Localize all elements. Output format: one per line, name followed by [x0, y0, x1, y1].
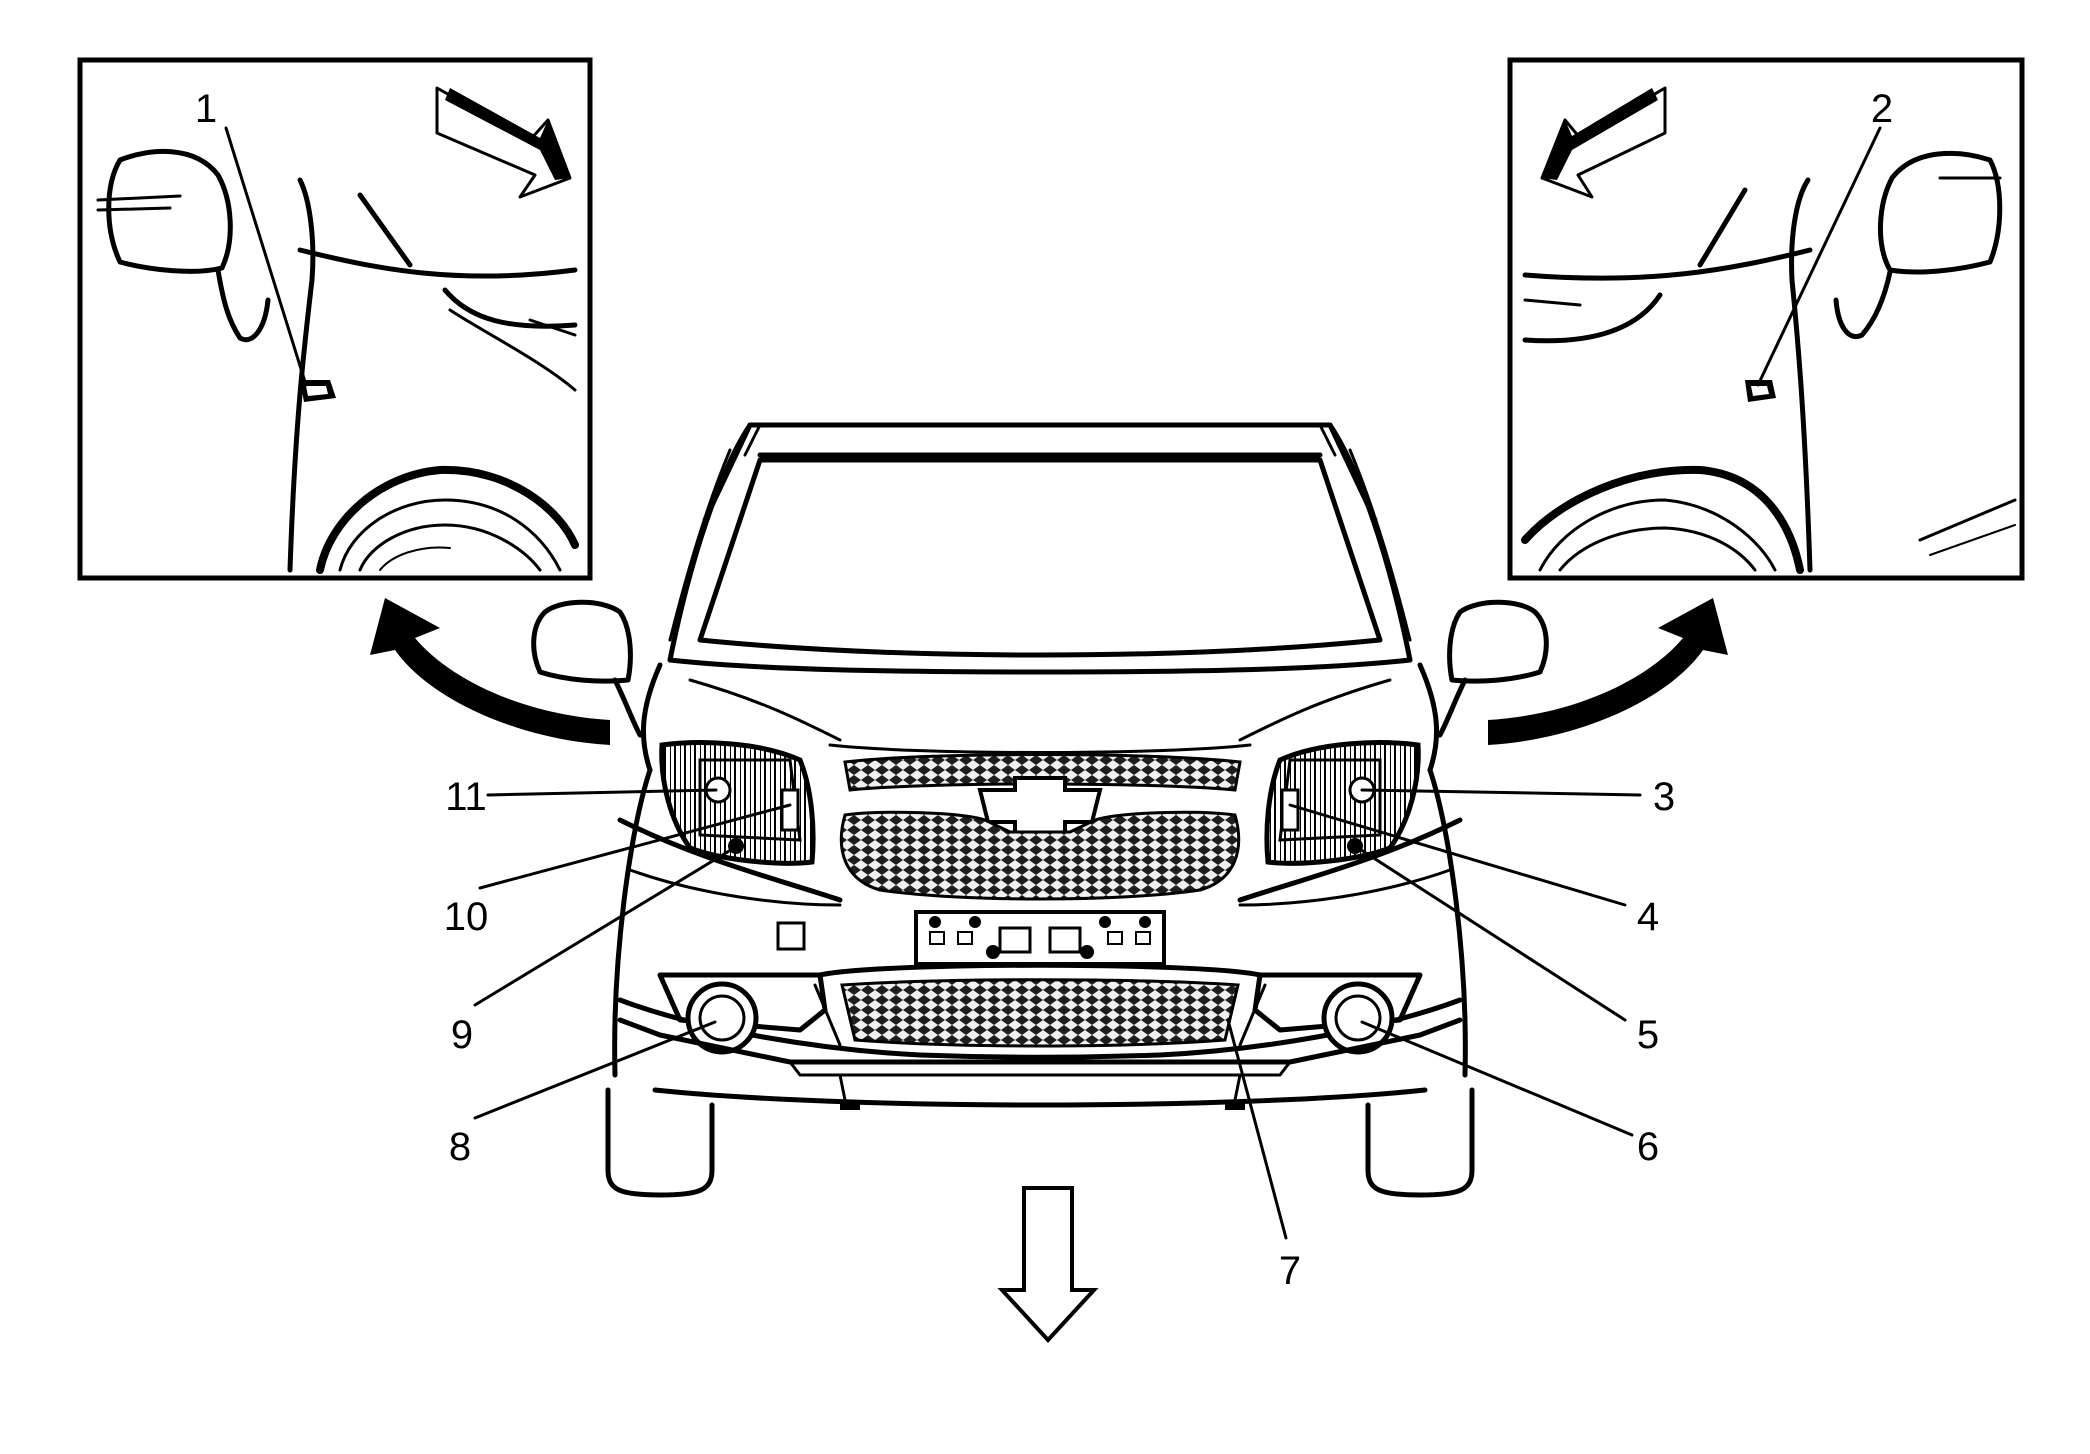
fog-lamp-left	[685, 981, 759, 1055]
tow-hook-cover	[776, 921, 806, 951]
callout-6: 6	[1637, 1125, 1659, 1169]
headlamp-assembly-right	[1264, 740, 1421, 866]
callout-8: 8	[449, 1125, 471, 1169]
callout-4: 4	[1637, 895, 1659, 939]
headlamp-assembly-left	[659, 740, 816, 866]
leader-lines	[224, 126, 1882, 1240]
callout-5: 5	[1637, 1013, 1659, 1057]
side-marker-lamp-left	[300, 380, 336, 402]
callout-7: 7	[1279, 1249, 1301, 1293]
inset-frame	[77, 57, 593, 581]
callout-3: 3	[1653, 775, 1675, 819]
forward-direction-arrow-icon	[997, 1186, 1099, 1343]
lower-grille	[840, 978, 1240, 1048]
view-direction-arrow-icon	[435, 86, 572, 199]
curved-arrow-icon	[370, 598, 610, 745]
right-side-marker-inset	[1507, 57, 2025, 581]
main-grille	[839, 810, 1241, 901]
left-side-marker-inset	[77, 57, 593, 581]
callout-1: 1	[195, 87, 217, 131]
curved-arrow-icon	[1488, 598, 1728, 745]
callout-10: 10	[444, 895, 489, 939]
fog-lamp-right	[1321, 981, 1395, 1055]
license-plate-bracket	[914, 910, 1166, 966]
upper-grille	[843, 753, 1242, 792]
side-marker-lamp-right	[1745, 380, 1776, 402]
view-direction-arrow-icon	[1540, 86, 1667, 199]
callout-9: 9	[451, 1013, 473, 1057]
vehicle-front-view	[531, 422, 1549, 1198]
callout-11: 11	[445, 775, 487, 819]
callout-2: 2	[1871, 87, 1893, 131]
